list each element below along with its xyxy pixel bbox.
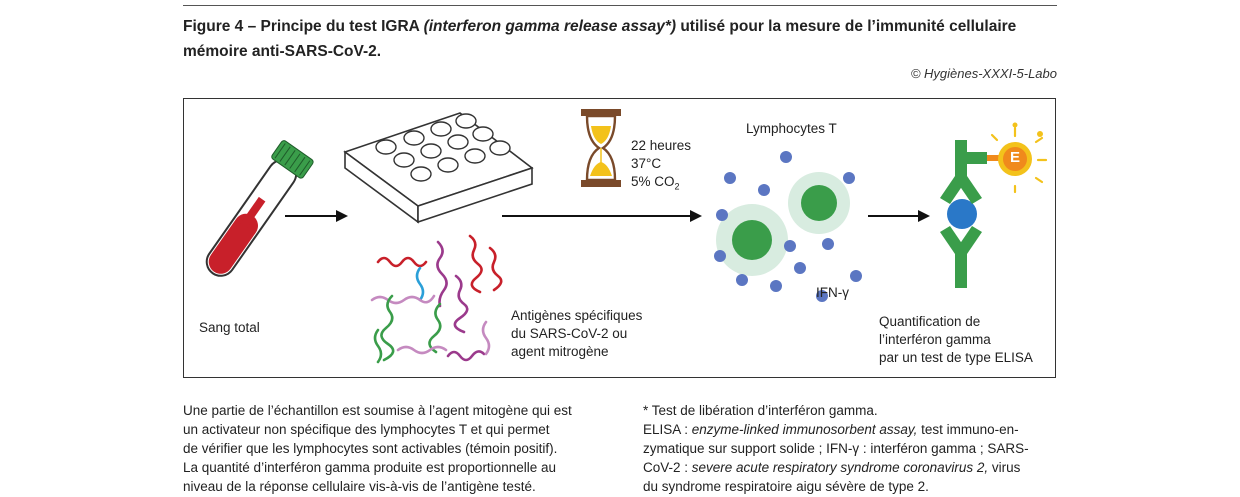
note-line: de vérifier que les lymphocytes sont act… [183,441,558,456]
antigens-label-line: du SARS-CoV-2 ou [511,326,628,341]
figure-title: Figure 4 – Principe du test IGRA (interf… [183,14,1057,64]
ifn-label: IFN-γ [816,285,849,300]
condition-co2-sub: 2 [674,181,680,192]
note-part-italic: severe acute respiratory syndrome corona… [691,460,989,475]
note-line: * Test de libération d’interféron gamma. [643,403,878,418]
lymphocytes-icon [714,151,862,302]
credit: © Hygiènes-XXXI-5-Labo [910,66,1057,81]
condition-co2: 5% CO2 [631,173,691,196]
title-suffix: utilisé pour la mesure de l’immunité cel… [676,18,1017,35]
notes-right: * Test de libération d’interféron gamma.… [643,401,1029,496]
hourglass-icon [581,109,621,187]
note-line: La quantité d’interféron gamma produite … [183,460,556,475]
elisa-label-line: par un test de type ELISA [879,350,1033,365]
title-line2: mémoire anti-SARS-CoV-2. [183,43,382,60]
incubation-conditions: 22 heures 37°C 5% CO2 [631,137,691,196]
antigens-label-line: agent mitrogène [511,344,609,359]
title-italic: (interferon gamma release assay*) [423,18,677,35]
condition-temperature: 37°C [631,156,662,171]
note-line: CoV-2 : severe acute respiratory syndrom… [643,458,1029,477]
condition-time: 22 heures [631,138,692,153]
blood-tube-icon [205,140,314,277]
note-line: du syndrome respiratoire aigu sévère de … [643,479,929,494]
note-part: test immuno-en- [917,422,1019,437]
antigens-label-line: Antigènes spécifiques [511,308,643,323]
antigens-icon [370,234,503,364]
antigens-label: Antigènes spécifiques du SARS-CoV-2 ou a… [511,307,642,361]
note-part-italic: enzyme-linked immunosorbent assay, [691,422,918,437]
note-line: un activateur non spécifique des lymphoc… [183,422,550,437]
top-rule [183,5,1057,6]
lymphocytes-label: Lymphocytes T [746,121,837,136]
elisa-antibody-icon [940,122,1048,288]
note-part: ELISA : [643,422,692,437]
arrow-2-icon [502,210,702,222]
title-prefix: Figure 4 – Principe du test IGRA [183,18,424,35]
enzyme-letter: E [1009,149,1020,166]
arrow-1-icon [285,210,348,222]
elisa-label-line: Quantification de [879,314,981,329]
well-plate-icon [343,112,534,224]
note-part: virus [988,460,1021,475]
note-line: zymatique sur support solide ; IFN-γ : i… [643,441,1029,456]
elisa-label: Quantification de l’interféron gamma par… [879,313,1033,367]
note-line: niveau de la réponse cellulaire vis-à-vi… [183,479,536,494]
elisa-label-line: l’interféron gamma [879,332,991,347]
condition-co2-text: 5% CO [631,174,675,189]
notes-left: Une partie de l’échantillon est soumise … [183,401,572,496]
arrow-3-icon [868,210,930,222]
diagram-panel [183,98,1056,378]
note-line: Une partie de l’échantillon est soumise … [183,403,572,418]
note-line: ELISA : enzyme-linked immunosorbent assa… [643,420,1029,439]
note-part: CoV-2 : [643,460,692,475]
blood-label: Sang total [199,320,260,335]
